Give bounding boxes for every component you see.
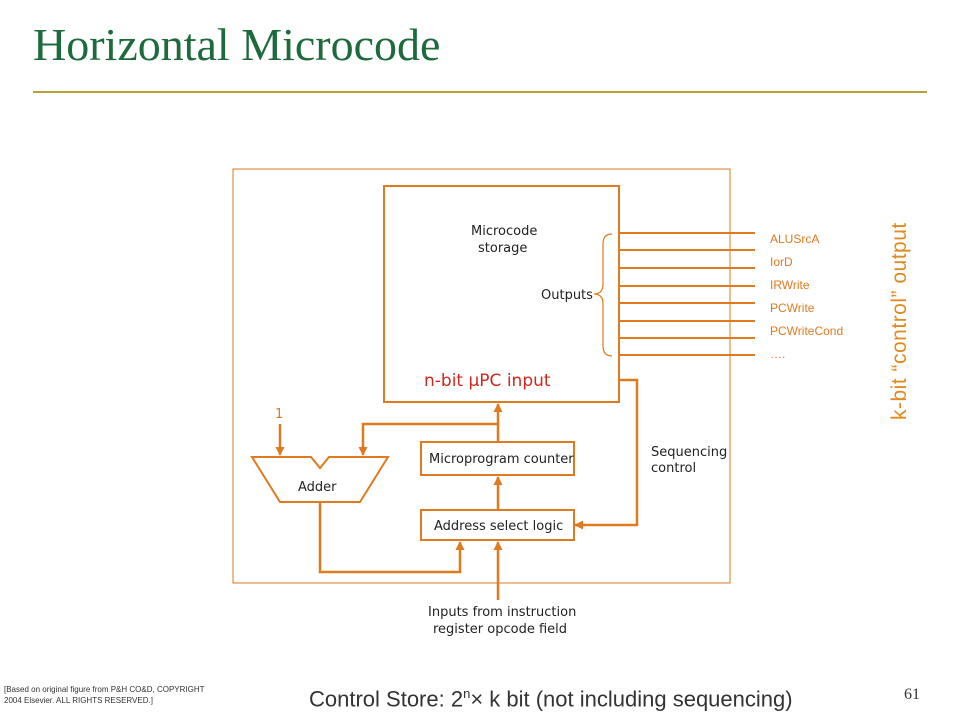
page-number: 61: [904, 686, 920, 703]
address-select-label: Address select logic: [434, 519, 563, 534]
constant-one: 1: [275, 407, 283, 422]
adder-shape: [250, 456, 390, 503]
control-store-suffix: × k bit (not including sequencing): [470, 686, 793, 712]
microcode-storage-box: [383, 185, 620, 403]
outputs-brace: [593, 233, 613, 357]
signal-irwrite: IRWrite: [770, 278, 810, 292]
signal-iord: IorD: [770, 255, 793, 269]
signal-ellipsis: ….: [770, 347, 785, 361]
signal-list: ALUSrcA IorD IRWrite PCWrite PCWriteCond…: [770, 232, 843, 361]
adder-label: Adder: [298, 480, 337, 495]
storage-label-line2: storage: [478, 241, 527, 256]
k-bit-control-output-label: k-bit “control” output: [888, 222, 911, 420]
counter-to-adder-wire: [358, 422, 498, 456]
microprogram-counter-label: Microprogram counter: [429, 452, 574, 467]
control-output-lines: [619, 232, 755, 356]
credit-line-1: [Based on original figure from P&H CO&D,…: [4, 685, 205, 694]
inputs-label-line2: register opcode field: [433, 622, 567, 637]
control-store-formula: Control Store: 2n× k bit (not including …: [309, 686, 793, 712]
slide-title: Horizontal Microcode: [33, 19, 441, 70]
control-store-prefix: Control Store: 2: [309, 686, 464, 712]
sequencing-control-wire: [574, 378, 639, 530]
sequencing-label-line2: control: [651, 461, 696, 476]
adder-to-select-wire: [318, 502, 465, 574]
sequencing-label-line1: Sequencing: [651, 445, 727, 460]
credit-line-2: 2004 Elsevier. ALL RIGHTS RESERVED.]: [4, 696, 153, 705]
signal-pcwrite: PCWrite: [770, 301, 815, 315]
storage-label-line1: Microcode: [471, 224, 537, 239]
title-divider: [33, 91, 927, 93]
inputs-label-line1: Inputs from instruction: [428, 605, 576, 620]
outer-frame: [232, 168, 731, 584]
outputs-label: Outputs: [541, 288, 593, 303]
signal-alusrca: ALUSrcA: [770, 232, 819, 246]
signal-pcwritecond: PCWriteCond: [770, 324, 843, 338]
control-store-exponent: n: [463, 686, 471, 701]
copyright-credit: [Based on original figure from P&H CO&D,…: [4, 684, 264, 706]
npc-input-label: n-bit μPC input: [424, 371, 551, 391]
